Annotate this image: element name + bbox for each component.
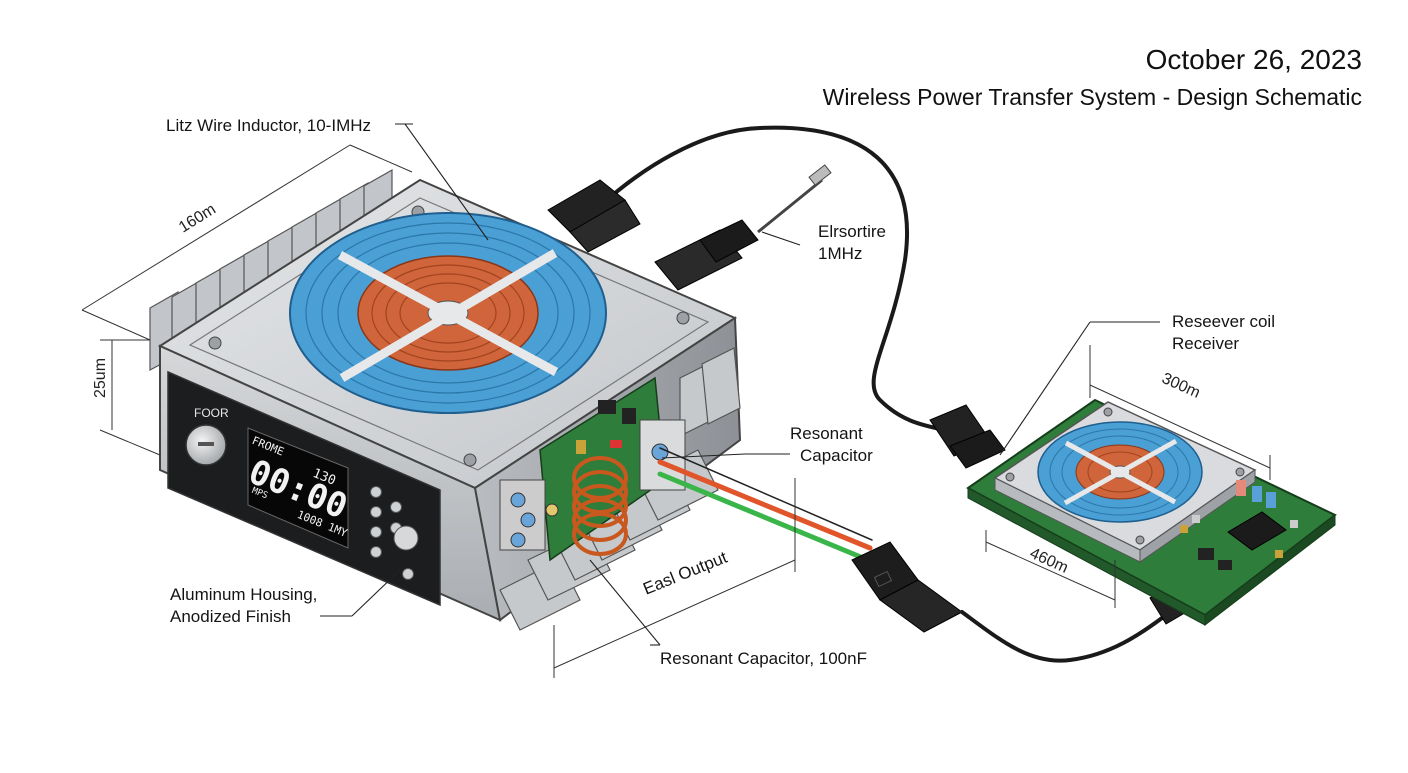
callout-resonant-capacitor-line2: Capacitor bbox=[800, 446, 873, 465]
callout-aluminum-housing-line2: Anodized Finish bbox=[170, 607, 291, 626]
receiver-board bbox=[966, 398, 1337, 627]
callout-resonant-capacitor-100nf: Resonant Capacitor, 100nF bbox=[660, 649, 867, 668]
callout-aluminum-housing-line1: Aluminum Housing, bbox=[170, 585, 318, 604]
callout-receiver-coil-line2: Receiver bbox=[1172, 334, 1240, 353]
panel-dial[interactable] bbox=[393, 525, 419, 551]
dimension-lines bbox=[81, 144, 1271, 678]
panel-button-5[interactable] bbox=[390, 501, 402, 513]
front-panel bbox=[167, 370, 441, 607]
cables bbox=[598, 125, 1172, 663]
callout-elsortire-line1: Elrsortire bbox=[818, 222, 887, 241]
diagram-date: October 26, 2023 bbox=[1145, 44, 1362, 75]
leader-lines bbox=[320, 123, 1160, 646]
callout-elsortire-line2: 1MHz bbox=[818, 244, 863, 263]
panel-button-4[interactable] bbox=[370, 546, 382, 558]
dimension-transmitter-height: 25um bbox=[92, 357, 109, 398]
output-wires bbox=[657, 447, 873, 563]
diagram-title: Wireless Power Transfer System - Design … bbox=[822, 84, 1362, 110]
panel-button-2[interactable] bbox=[370, 506, 382, 518]
transmitter-pcb bbox=[499, 376, 686, 562]
inline-connector bbox=[851, 541, 963, 633]
panel-button-3[interactable] bbox=[370, 526, 382, 538]
callout-litz-wire-inductor: Litz Wire Inductor, 10-IMHz bbox=[166, 116, 372, 135]
callout-receiver-coil-line1: Reseever coil bbox=[1172, 312, 1275, 331]
transmitter-coil bbox=[289, 212, 607, 414]
panel-button-1[interactable] bbox=[370, 486, 382, 498]
knob-label: FOOR bbox=[194, 406, 229, 420]
panel-button-7[interactable] bbox=[402, 568, 414, 580]
callout-resonant-capacitor-line1: Resonant bbox=[790, 424, 863, 443]
